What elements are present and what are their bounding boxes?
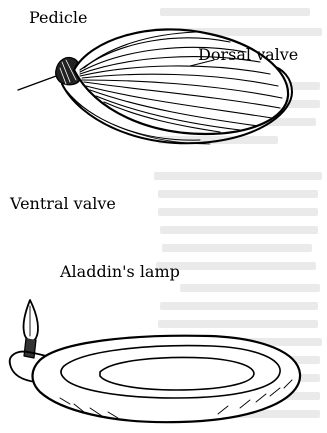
pedicle-label: Pedicle — [29, 8, 87, 27]
dorsal-valve-label: Dorsal valve — [198, 45, 298, 64]
aladdins-lamp — [10, 300, 300, 422]
lamp-wick — [24, 338, 36, 358]
lamp-body — [33, 336, 301, 422]
ventral-valve-label: Ventral valve — [10, 194, 116, 213]
lamp-flame — [23, 300, 38, 341]
aladdins-lamp-label: Aladdin's lamp — [60, 262, 180, 281]
